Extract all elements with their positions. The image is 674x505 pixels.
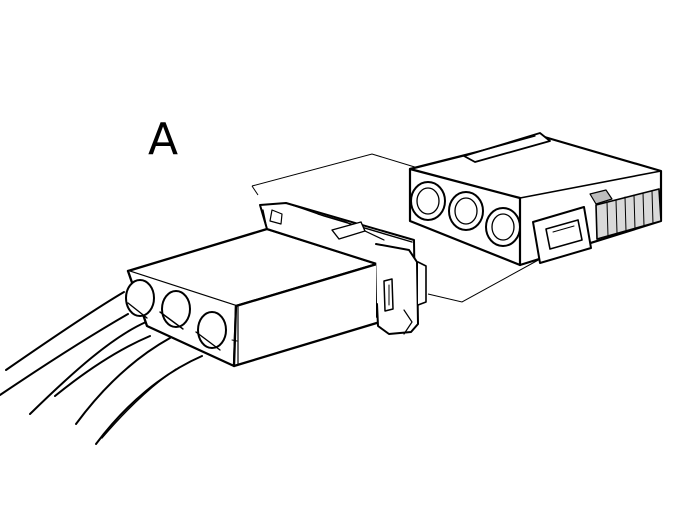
wire-bundle [0, 291, 203, 445]
alignment-line-top-left-short [251, 185, 259, 196]
figure-label: A [148, 114, 179, 165]
plug-connector [125, 202, 427, 368]
alignment-line-top-left [251, 153, 419, 187]
socket-connector [408, 132, 663, 267]
alignment-line-bottom-right [427, 257, 543, 303]
